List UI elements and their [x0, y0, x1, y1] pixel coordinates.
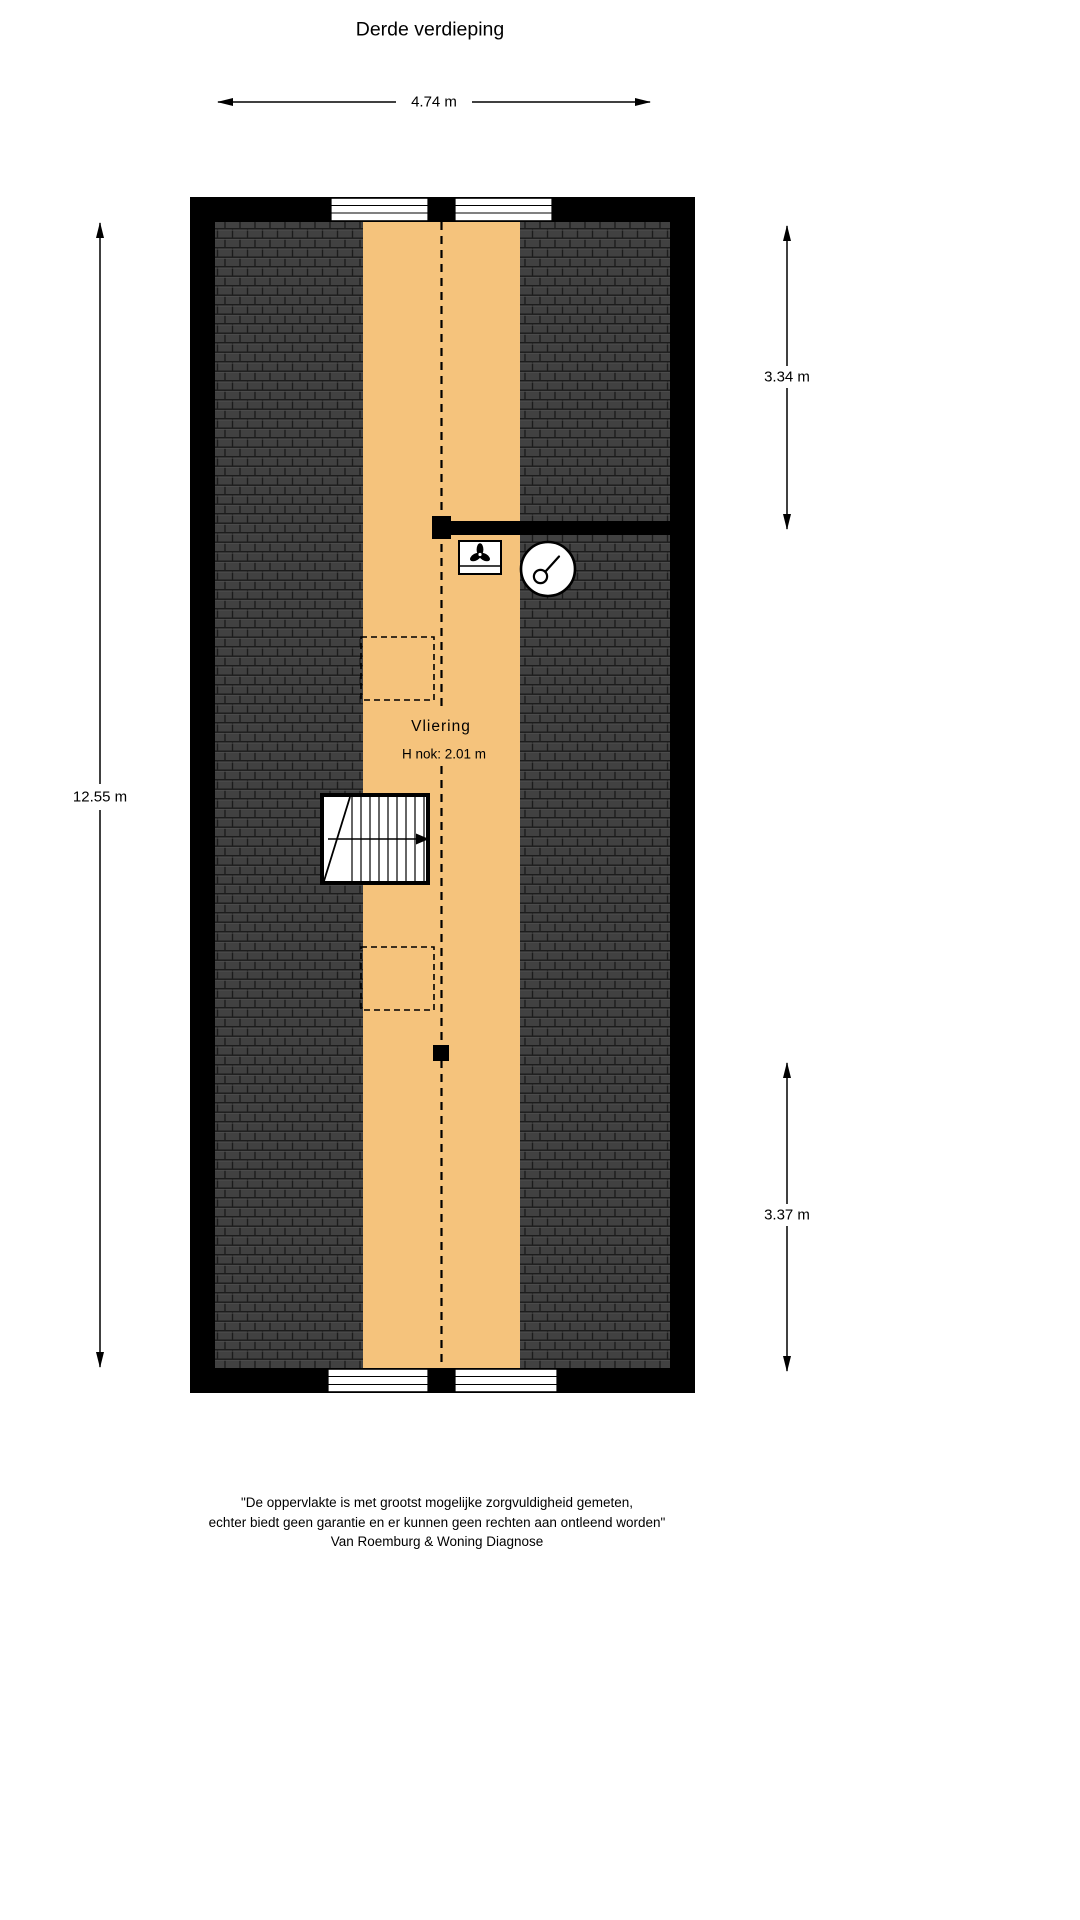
disclaimer-line-3: Van Roemburg & Woning Diagnose — [330, 1534, 544, 1549]
disclaimer-line-2: echter biedt geen garantie en er kunnen … — [208, 1514, 666, 1530]
dimension-lines — [96, 98, 791, 1372]
fan-icon — [470, 543, 490, 562]
floor-plan — [190, 197, 695, 1393]
ridge-post — [433, 1045, 449, 1061]
interior-wall — [432, 516, 670, 539]
ventilation-unit — [458, 540, 502, 575]
disclaimer-line-1: "De oppervlakte is met grootst mogelijke… — [241, 1495, 633, 1510]
room-label: Vliering — [411, 718, 471, 735]
window-top-left — [330, 197, 429, 222]
dimension-label-top-width: 4.74 m — [411, 93, 457, 111]
dimension-label-right-lower: 3.37 m — [764, 1206, 810, 1224]
dashed-hatch-upper — [360, 636, 435, 701]
ridge-height-label: H nok: 2.01 m — [401, 746, 487, 762]
disclaimer: "De oppervlakte is met grootst mogelijke… — [0, 1493, 887, 1552]
staircase — [320, 793, 430, 885]
dimension-label-right-upper: 3.34 m — [764, 368, 810, 386]
page-title: Derde verdieping — [355, 18, 505, 41]
window-top-right — [454, 197, 553, 222]
thermometer-icon — [532, 555, 561, 585]
boiler-unit — [519, 540, 577, 598]
dashed-hatch-lower — [360, 946, 435, 1011]
window-bottom-right — [454, 1368, 558, 1393]
dimension-label-left-height: 12.55 m — [72, 788, 128, 806]
arrow-right-icon — [328, 833, 429, 845]
window-bottom-left — [327, 1368, 429, 1393]
